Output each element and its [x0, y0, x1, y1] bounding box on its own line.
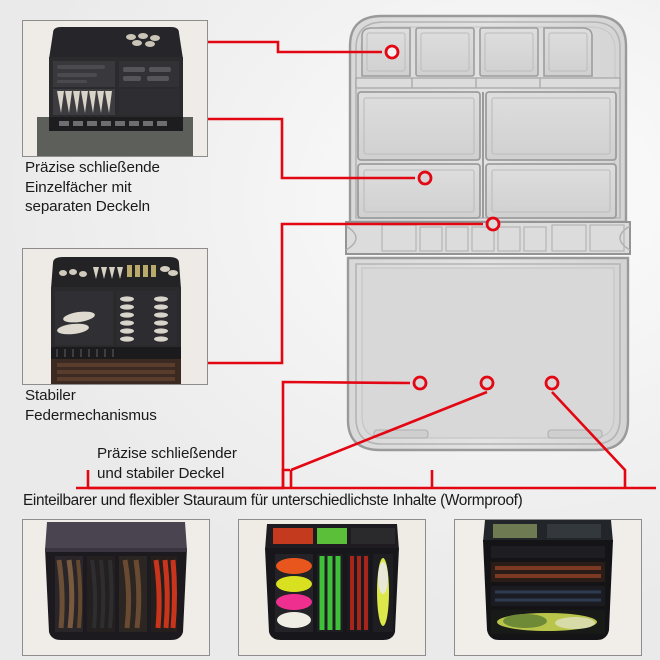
callout-dot-tray-right: [544, 375, 560, 391]
lid-large-compartments: [357, 91, 617, 219]
compartments-photo-art: [23, 21, 207, 156]
callout-dot-top-compartment: [384, 44, 400, 60]
callout-line-tray-right: [551, 391, 627, 488]
tackle-box-line-drawing: [345, 14, 631, 452]
caption-compartments: Präzise schließende Einzelfächer mit sep…: [25, 159, 160, 216]
worms-box-photo: [22, 519, 210, 656]
crankbait-photo-art: [455, 520, 641, 655]
callout-dot-group: [384, 44, 560, 391]
lid-small-compartments: [361, 27, 593, 77]
crankbait-box-photo: [454, 519, 642, 656]
spring-photo-art: [23, 249, 207, 384]
tackle-box-compartments-photo: [22, 20, 208, 157]
callout-line-tray-center: [290, 390, 488, 472]
worms-photo-art: [23, 520, 209, 655]
callout-dot-tray-center: [479, 375, 495, 391]
lures-photo-art: [239, 520, 425, 655]
callout-line-storage-left-riser: [281, 468, 290, 488]
caption-spring: Stabiler Federmechanismus: [25, 387, 157, 424]
caption-storage: Einteilbarer und flexibler Stauraum für …: [23, 492, 523, 509]
callout-dot-hinge-strip: [485, 216, 501, 232]
callout-dot-large-compartment: [417, 170, 433, 186]
colored-lures-box-photo: [238, 519, 426, 656]
lid-assembly: [348, 14, 628, 224]
caption-lid: Präzise schließender und stabiler Deckel: [97, 445, 237, 482]
lower-tray: [346, 256, 630, 452]
callout-dot-tray-left: [412, 375, 428, 391]
tackle-box-spring-photo: [22, 248, 208, 385]
